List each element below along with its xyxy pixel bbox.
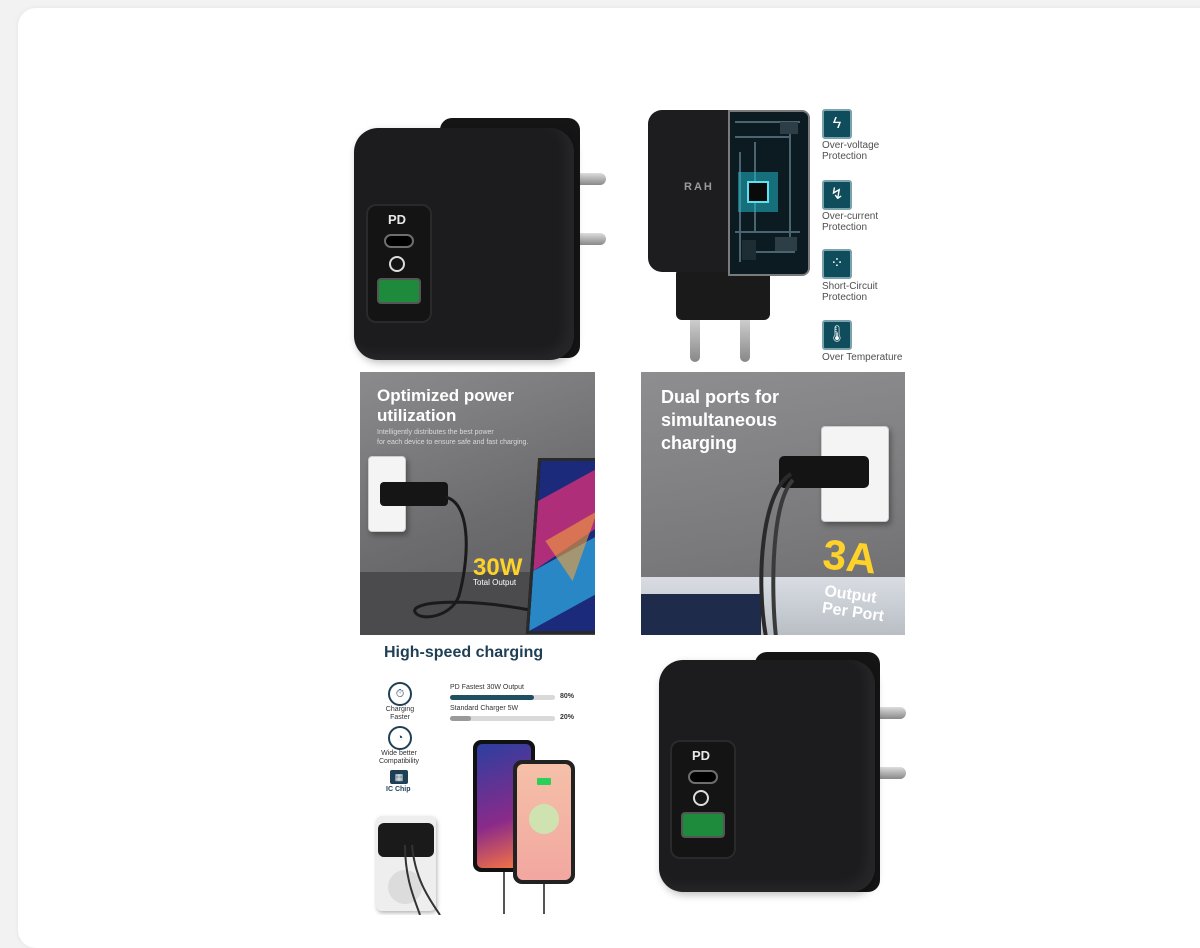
- feature-2-line1: Over-current: [822, 211, 879, 222]
- power-big-caption: Total Output: [473, 578, 517, 587]
- charging-cables: [759, 472, 795, 635]
- thermometer-icon: 🌡: [822, 320, 852, 350]
- usb-a-port: [377, 278, 421, 304]
- bar-2-percent: 20%: [560, 714, 575, 721]
- plug-pin-right: [740, 310, 750, 362]
- dual-big-value: 3A: [820, 530, 880, 583]
- feature-4-line1: Over Temperature: [822, 352, 903, 363]
- dual-title: Dual ports for simultaneous charging: [661, 386, 779, 455]
- pd-label: PD: [388, 212, 407, 227]
- pd-label: PD: [692, 748, 711, 763]
- current-icon: ↯: [822, 180, 852, 210]
- speed-feature-2-line1: Wide better: [381, 750, 417, 757]
- plug-pin-left: [690, 310, 700, 362]
- charging-faster-icon: ⏱: [388, 682, 412, 706]
- dual-title-line1: Dual ports for: [661, 387, 780, 407]
- plug-pin-bottom: [872, 767, 906, 779]
- speed-feature-1-line1: Charging: [385, 706, 415, 713]
- ic-chip-icon: ▦: [390, 770, 408, 784]
- power-subtitle: Intelligently distributes the best power…: [377, 428, 528, 448]
- phone-front: [513, 760, 575, 884]
- power-big-value: 30W: [473, 554, 523, 581]
- speed-title: High-speed charging: [384, 644, 544, 661]
- bar-1-fill: [450, 695, 534, 700]
- compatibility-icon: ◔: [388, 726, 412, 750]
- pcb-cutaway: [728, 110, 810, 276]
- usb-c-port: [688, 770, 718, 784]
- plug-base: [676, 268, 770, 320]
- power-subtitle-line1: Intelligently distributes the best power: [377, 429, 494, 436]
- power-title-line1: Optimized power: [377, 386, 514, 405]
- lightning-icon: ϟ: [822, 109, 852, 139]
- product-gallery-card: [18, 8, 1200, 948]
- feature-1-line2: Protection: [822, 151, 868, 162]
- feature-label-3: Short-Circuit Protection: [822, 281, 878, 303]
- bar-1-percent: 80%: [560, 693, 575, 700]
- charging-cable: [413, 495, 531, 619]
- dual-title-line2: simultaneous: [661, 410, 778, 430]
- phone-cable-2: [543, 884, 545, 914]
- speed-feature-1-line2: Faster: [390, 714, 410, 721]
- bar-1-label: PD Fastest 30W Output: [450, 684, 524, 691]
- speed-feature-1: Charging Faster: [382, 706, 418, 722]
- charger-in-socket: [380, 482, 448, 506]
- feature-1-line1: Over-voltage: [822, 140, 880, 151]
- speed-feature-2-line2: Compatibility: [378, 758, 420, 765]
- power-subtitle-line2: for each device to ensure safe and fast …: [377, 439, 529, 446]
- plug-pin-top: [872, 707, 906, 719]
- feature-label-4: Over Temperature: [822, 352, 902, 363]
- socket-outlet: [388, 870, 422, 904]
- speed-feature-3: IC Chip: [386, 786, 411, 793]
- short-circuit-icon: ⁘: [822, 249, 852, 279]
- tablet-device: [641, 594, 761, 635]
- panel-optimized-power[interactable]: Optimized power utilization Intelligentl…: [360, 372, 595, 635]
- laptop-screen: [525, 458, 595, 634]
- usb-a-port: [681, 812, 725, 838]
- socket-cables: [404, 844, 441, 915]
- feature-label-1: Over-voltage Protection: [822, 140, 879, 162]
- panel-dual-ports[interactable]: Dual ports for simultaneous charging 3A …: [641, 372, 905, 635]
- power-title: Optimized power utilization: [377, 386, 514, 426]
- speed-feature-2: Wide better Compatibility: [374, 750, 424, 766]
- power-title-line2: utilization: [377, 406, 457, 425]
- panel-high-speed[interactable]: High-speed charging ⏱ Charging Faster ◔ …: [370, 640, 595, 915]
- feature-label-2: Over-current Protection: [822, 211, 878, 233]
- flower-graphic: [529, 804, 559, 834]
- feature-2-line2: Protection: [822, 222, 868, 233]
- bar-2-fill: [450, 716, 471, 721]
- feature-3-line1: Short-Circuit: [822, 281, 878, 292]
- quick-charge-icon: [389, 256, 405, 272]
- brand-mark: RAH: [684, 181, 714, 193]
- usb-c-port: [384, 234, 414, 248]
- battery-icon: [537, 778, 551, 785]
- bar-2-label: Standard Charger 5W: [450, 705, 519, 712]
- phone-front-screen: [517, 764, 571, 880]
- dual-title-line3: charging: [661, 433, 738, 453]
- feature-3-line2: Protection: [822, 292, 868, 303]
- bar-2-track: [450, 716, 555, 721]
- charger-in-socket: [779, 456, 869, 488]
- circuit-board-graphic: [730, 112, 808, 274]
- quick-charge-icon: [693, 790, 709, 806]
- phone-cable-1: [503, 872, 505, 914]
